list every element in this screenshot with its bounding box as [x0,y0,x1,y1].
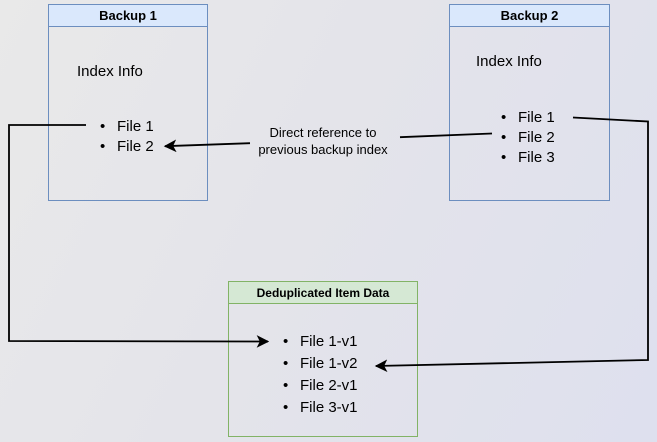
dedup-box: Deduplicated Item Data File 1-v1 File 1-… [228,281,418,437]
dedup-file-item: File 1-v1 [283,331,358,353]
edge-label-line1: Direct reference to [269,125,377,140]
backup2-box: Backup 2 Index Info File 1 File 2 File 3 [449,4,610,201]
backup2-file-item: File 3 [501,148,555,168]
backup1-file-list: File 1 File 2 [100,117,154,157]
edge-label-direct-reference: Direct reference to previous backup inde… [238,124,408,158]
backup1-subtitle: Index Info [77,63,143,80]
dedup-title: Deduplicated Item Data [229,282,417,304]
dedup-file-list: File 1-v1 File 1-v2 File 2-v1 File 3-v1 [283,331,358,419]
edge-label-line2: previous backup index [258,142,388,157]
backup2-file-list: File 1 File 2 File 3 [501,108,555,168]
dedup-file-item: File 3-v1 [283,397,358,419]
backup2-file-item: File 2 [501,128,555,148]
backup1-title: Backup 1 [49,5,207,27]
backup1-box: Backup 1 Index Info File 1 File 2 [48,4,208,201]
dedup-file-item: File 1-v2 [283,353,358,375]
backup1-file-item: File 2 [100,137,154,157]
backup2-subtitle: Index Info [476,53,542,70]
backup2-title: Backup 2 [450,5,609,27]
backup1-file-item: File 1 [100,117,154,137]
backup2-file-item: File 1 [501,108,555,128]
dedup-file-item: File 2-v1 [283,375,358,397]
